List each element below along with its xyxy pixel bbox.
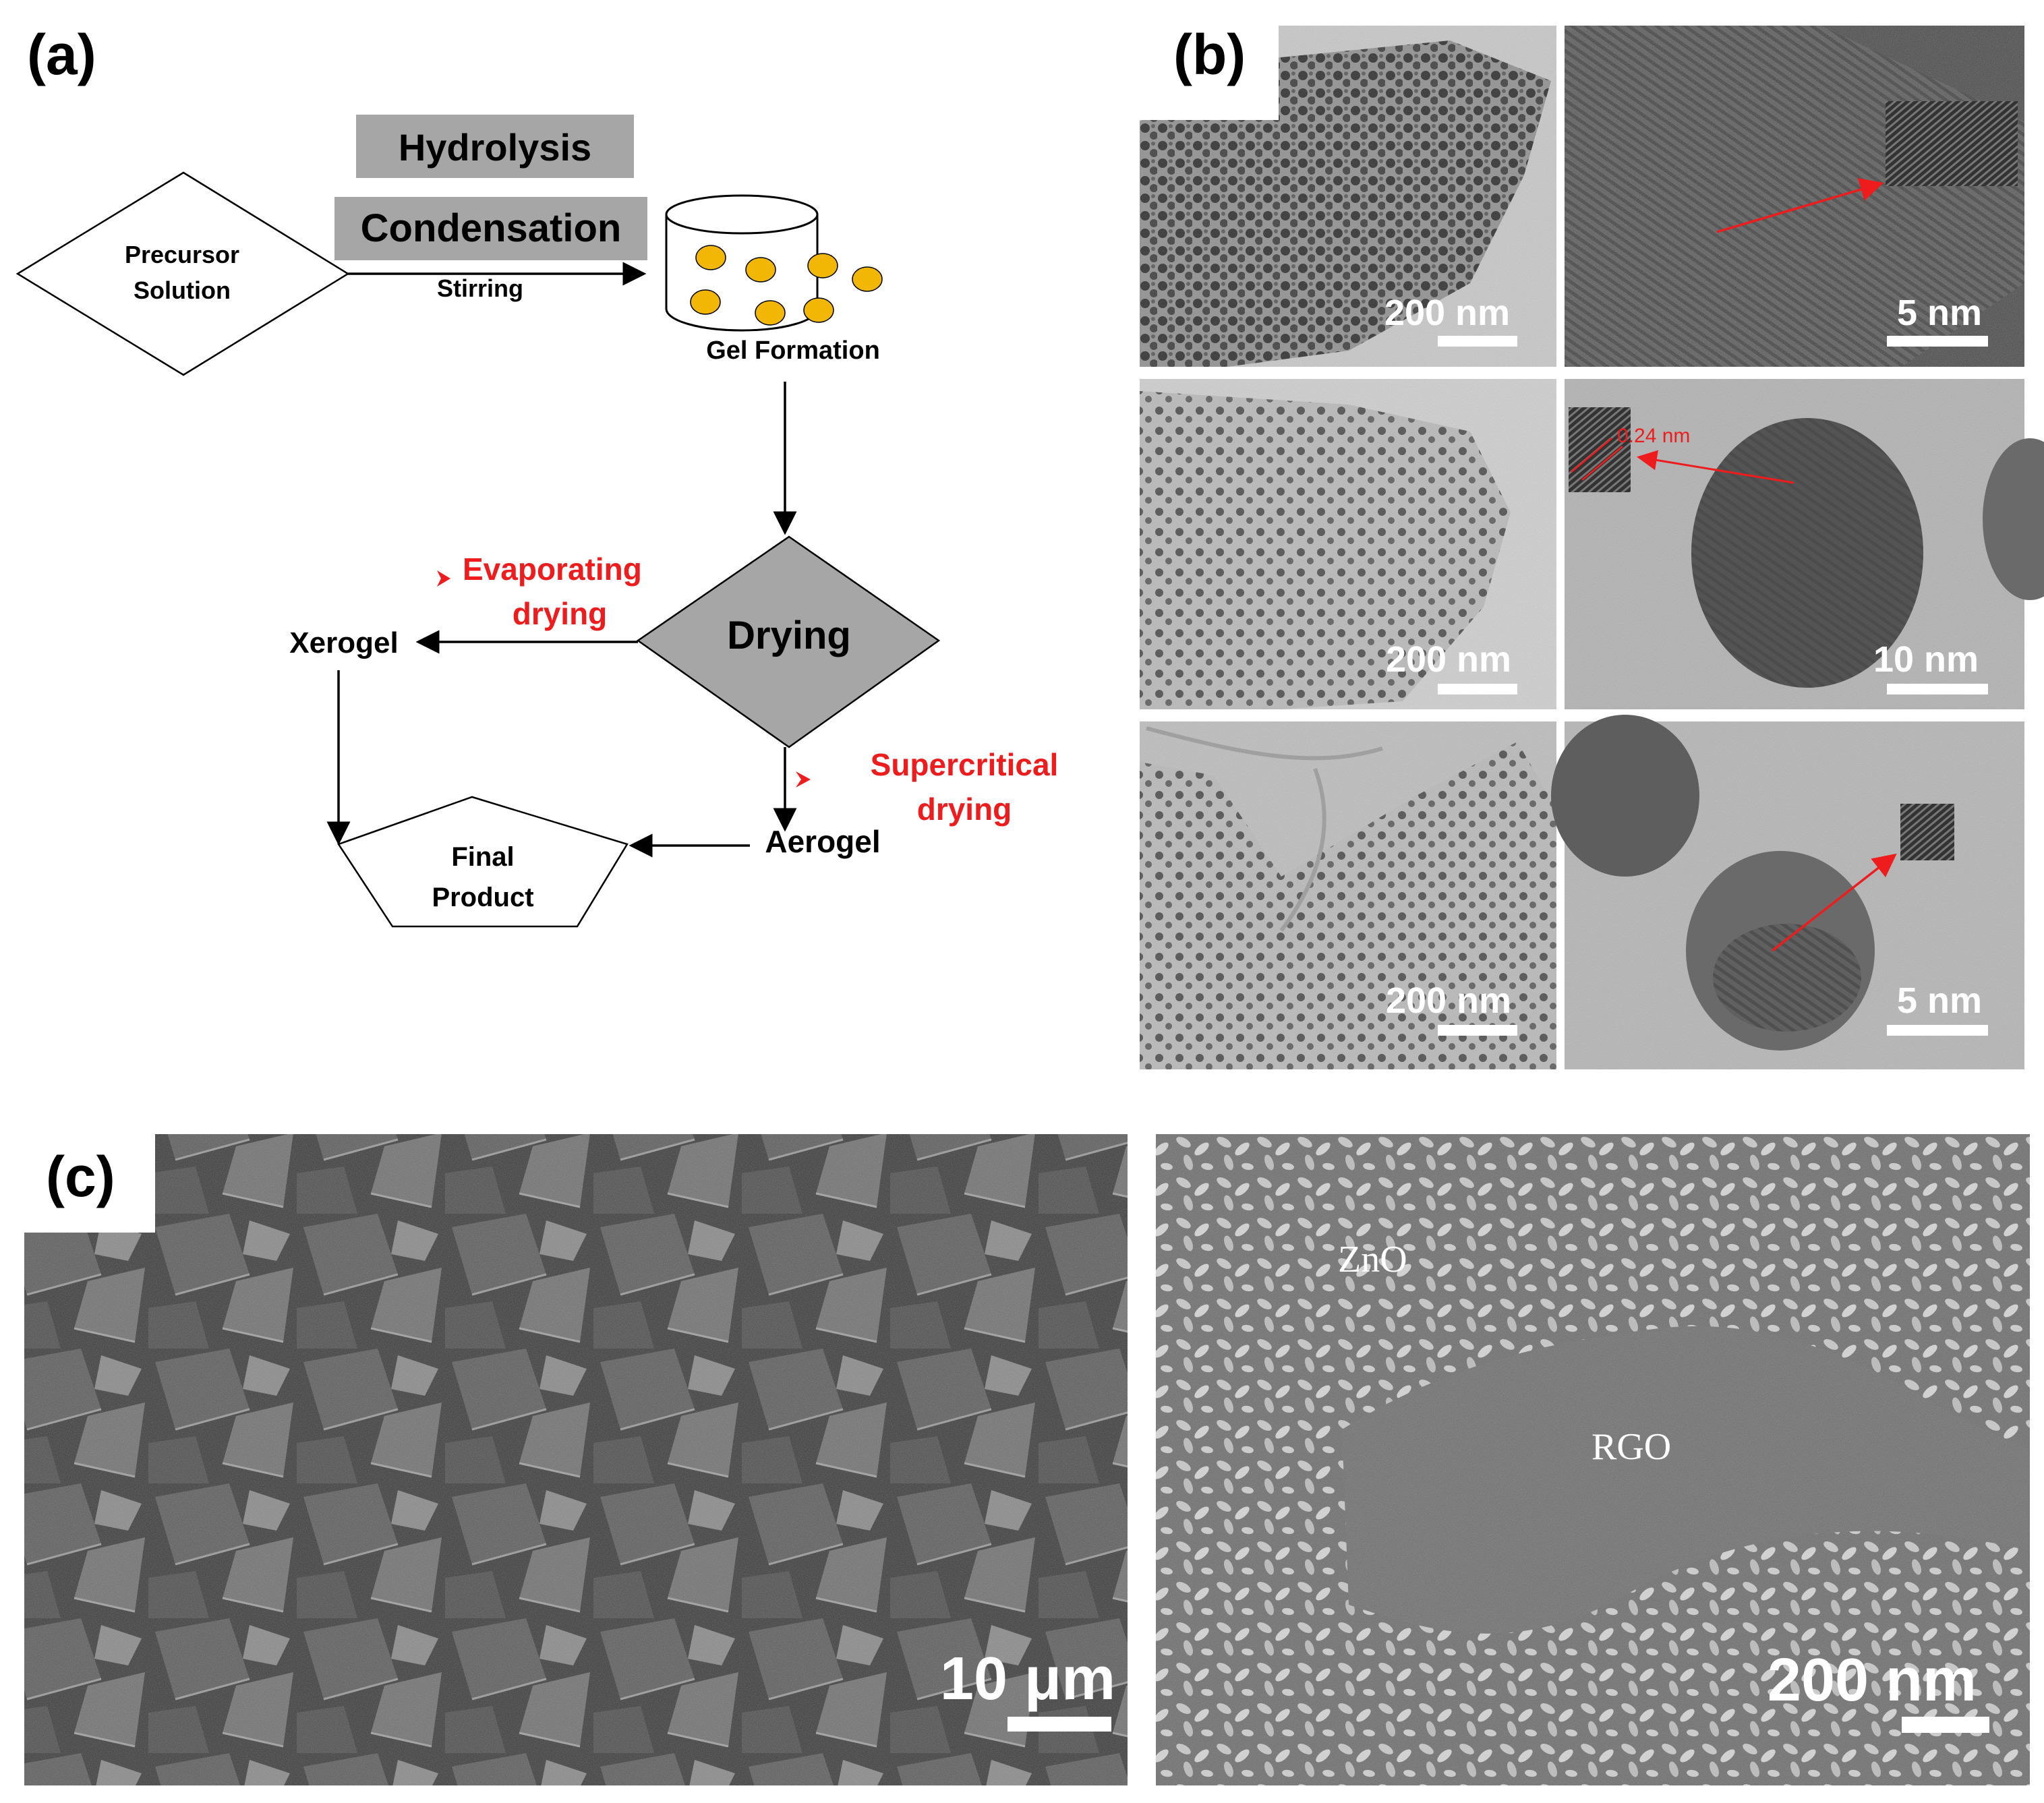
evaporating-bullet-icon <box>437 570 450 587</box>
tem-row2-red-arrow <box>1637 450 1794 484</box>
tem-row3-right-scale-label: 5 nm <box>1897 980 1982 1021</box>
sem-left-scalebar <box>1008 1717 1111 1732</box>
sem-left-scale-label: 10 μm <box>940 1645 1115 1713</box>
panel-label-a: (a) <box>27 23 96 86</box>
drying-label: Drying <box>727 614 851 657</box>
tem-row3-left-scale-label: 200 nm <box>1386 980 1511 1021</box>
gel-beaker-icon <box>665 194 883 332</box>
supercritical-label-1: Supercritical <box>871 747 1059 782</box>
drying-diamond <box>636 535 941 748</box>
zno-label: ZnO <box>1338 1239 1407 1280</box>
gel-formation-label: Gel Formation <box>706 336 880 365</box>
hydrolysis-box <box>356 115 634 178</box>
xerogel-label: Xerogel <box>289 626 398 659</box>
evaporating-label-2: drying <box>513 596 608 631</box>
aerogel-label: Aerogel <box>765 824 880 859</box>
final-label-1: Final <box>451 842 514 872</box>
precursor-label-1: Precursor <box>125 241 239 268</box>
panel-label-b: (b) <box>1173 23 1246 86</box>
precursor-diamond <box>16 171 350 376</box>
tem-row1-right-scale-label: 5 nm <box>1897 293 1982 333</box>
panel-label-b-box <box>1140 0 1279 120</box>
panel-label-c-box <box>24 1119 155 1233</box>
tem-row1-right <box>1565 26 2024 367</box>
tem-row2-right-scale-label: 10 nm <box>1873 639 1979 680</box>
precursor-label-2: Solution <box>134 276 231 304</box>
tem-row2-left-scale-label: 200 nm <box>1386 639 1511 680</box>
hydrolysis-label: Hydrolysis <box>399 126 591 169</box>
rgo-label: RGO <box>1592 1426 1671 1468</box>
tem-row2-right <box>1565 379 2044 709</box>
tem-row2-left <box>1140 379 1556 709</box>
condensation-label: Condensation <box>361 206 622 250</box>
stirring-label: Stirring <box>437 274 523 302</box>
panel-label-c: (c) <box>46 1145 115 1208</box>
tem-row1-left-scalebar <box>1438 336 1517 347</box>
lattice-spacing-label: 0.24 nm <box>1617 425 1690 447</box>
tem-row2-left-scalebar <box>1438 684 1517 694</box>
tem-row1-red-arrow <box>1716 178 1884 233</box>
tem-row2-right-scalebar <box>1887 684 1988 694</box>
tem-row1-right-scalebar <box>1887 336 1988 347</box>
final-product-pentagon <box>337 796 629 928</box>
tem-row3-red-arrow <box>1771 853 1897 952</box>
sem-left-image <box>24 1134 1128 1785</box>
evaporating-label-1: Evaporating <box>463 552 642 587</box>
tem-row3-right <box>1551 715 2024 1069</box>
condensation-box <box>334 197 647 260</box>
supercritical-bullet-icon <box>796 771 811 788</box>
sem-right-scale-label: 200 nm <box>1768 1647 1977 1714</box>
sem-right-scalebar <box>1902 1717 1989 1733</box>
supercritical-label-2: drying <box>917 792 1012 827</box>
tem-row1-left-scale-label: 200 nm <box>1384 293 1510 333</box>
tem-row3-right-scalebar <box>1887 1025 1988 1036</box>
lattice-fringe-marks <box>1571 438 1623 481</box>
tem-row3-left-scalebar <box>1438 1025 1517 1036</box>
tem-row3-left <box>1140 721 1556 1069</box>
final-label-2: Product <box>432 883 533 912</box>
sem-right-image <box>1156 1134 2030 1785</box>
